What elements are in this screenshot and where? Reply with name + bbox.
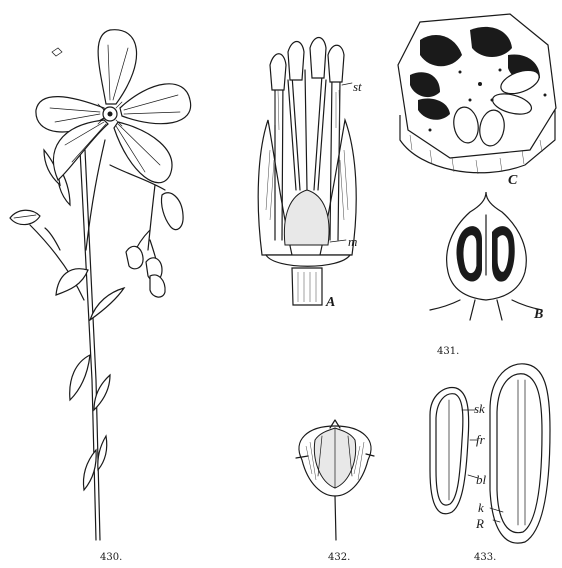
fig431-label-m: m bbox=[348, 234, 357, 249]
fig433-label-r: R bbox=[475, 516, 484, 531]
fig433-label-fr: fr bbox=[476, 432, 486, 447]
fig432-number: 432. bbox=[328, 552, 350, 563]
fig433-label-k: k bbox=[478, 500, 484, 515]
fig430-flax-plant bbox=[10, 30, 191, 540]
fig431-label-c: C bbox=[508, 173, 518, 188]
fig431-a-flower-section bbox=[258, 38, 356, 306]
fig431-c-ovary-cross-section bbox=[398, 14, 556, 174]
fig431-label-b: B bbox=[533, 307, 543, 322]
fig431-b-ovule-section bbox=[430, 192, 542, 320]
fig431-label-st: st bbox=[353, 79, 362, 94]
fig430-number: 430. bbox=[100, 552, 122, 563]
fig433-label-bl: bl bbox=[476, 472, 487, 487]
fig431-label-a: A bbox=[325, 295, 335, 310]
fig431-number: 431. bbox=[437, 346, 459, 357]
fig433-label-sk: sk bbox=[474, 401, 485, 416]
fig433-seeds bbox=[430, 364, 550, 543]
fig433-number: 433. bbox=[474, 552, 496, 563]
fig432-capsule bbox=[296, 420, 374, 540]
